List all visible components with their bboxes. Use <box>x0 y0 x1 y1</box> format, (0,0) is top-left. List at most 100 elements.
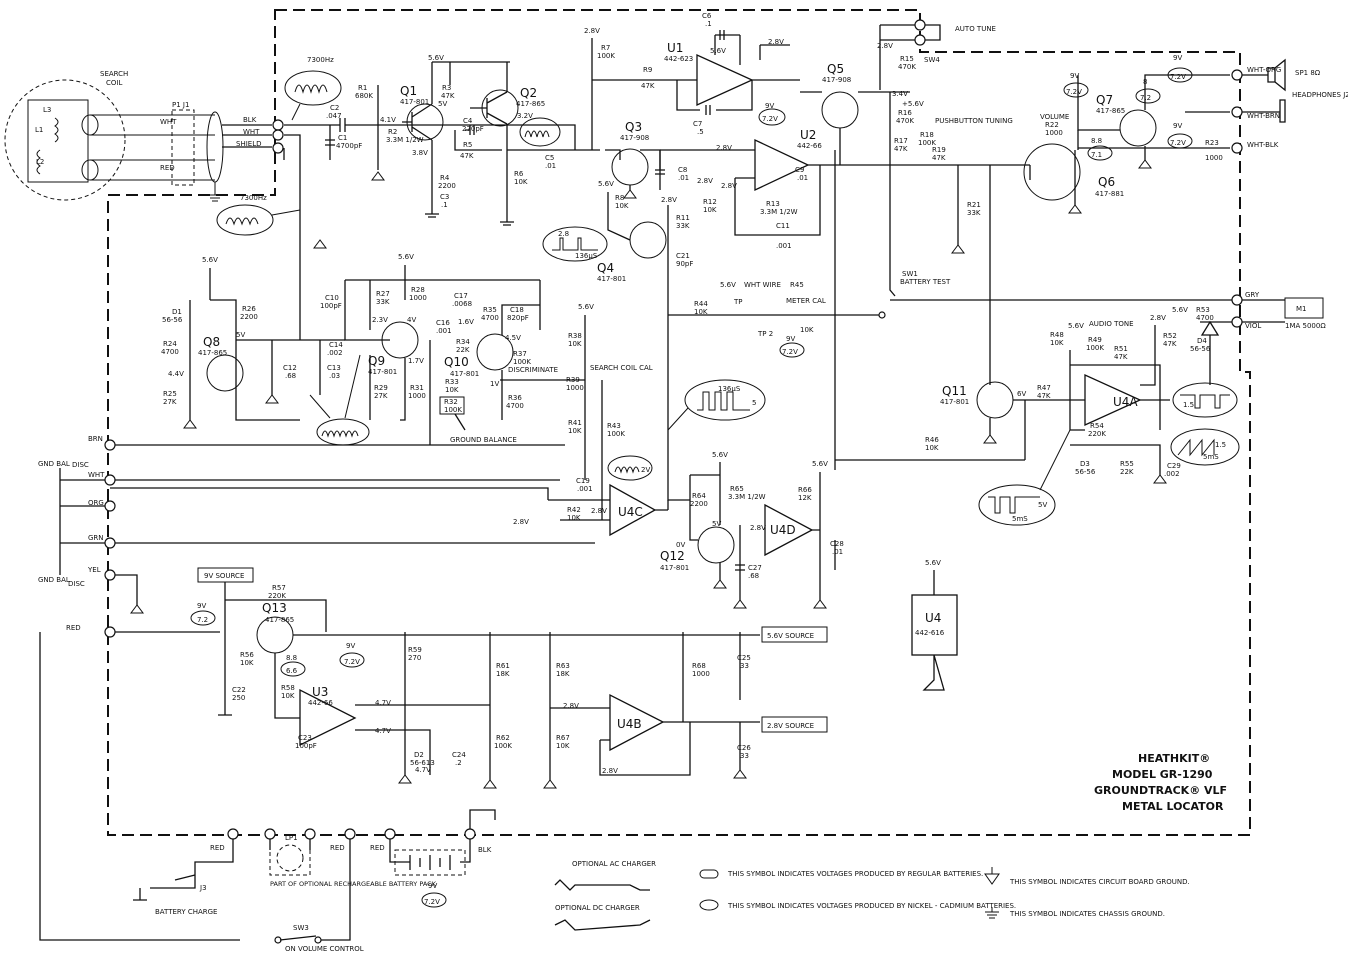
r53-label: R53 <box>1196 306 1210 314</box>
q10-collector-voltage: 4.5V <box>505 334 521 342</box>
r54-value: 220K <box>1088 430 1106 438</box>
wht-label: WHT <box>88 471 105 479</box>
r31-value: 1000 <box>408 392 426 400</box>
r65-label: R65 <box>730 485 744 493</box>
red-label-1: RED <box>210 844 225 852</box>
u2-battery-v-regular: 9V <box>765 102 774 110</box>
oscillator-section: C2 .047 C1 4700pF R1 680K R2 3.3M 1/2W 4… <box>320 54 600 226</box>
discriminate-label: DISCRIMINATE <box>508 366 558 374</box>
q4-wave-time: 136μS <box>575 252 598 260</box>
src-28-label: 2.8V SOURCE <box>767 722 814 730</box>
r38-value: 10K <box>568 340 582 348</box>
c29-value: .002 <box>1164 470 1180 478</box>
c11-value: .001 <box>776 242 792 250</box>
r52-value: 47K <box>1163 340 1177 348</box>
q1-part: 417-801 <box>400 98 429 106</box>
u2-battery-v-nicad: 7.2V <box>762 115 778 123</box>
r59-label: R59 <box>408 646 422 654</box>
battery-section: RED RED RED BLK LP1 PART OF OPTIONAL REC… <box>133 809 496 953</box>
q8-symbol <box>206 354 244 392</box>
auto-tune-label: AUTO TUNE <box>955 25 996 33</box>
r45-value: 10K <box>800 326 814 334</box>
r11-value: 33K <box>676 222 690 230</box>
r16-label: R16 <box>898 109 912 117</box>
r57-label: R57 <box>272 584 286 592</box>
q9-part: 417-801 <box>368 368 397 376</box>
u4a-wave-amp: 1.5 <box>1183 401 1194 409</box>
c8-label: C8 <box>678 166 687 174</box>
d1-label: D1 <box>172 308 182 316</box>
q3-name: Q3 <box>625 120 642 134</box>
r45-label: R45 <box>790 281 804 289</box>
pin-s <box>1231 316 1243 328</box>
r67-value: 10K <box>556 742 570 750</box>
r29-value: 27K <box>374 392 388 400</box>
u4d-section: 5.6V R65 3.3M 1/2W R64 2200 Q12 417-801 … <box>660 150 1025 600</box>
meter-cal-section: R44 10K 5.6V WHT WIRE TP R45 METER CAL 1… <box>668 281 886 358</box>
r6-label: R6 <box>514 170 524 178</box>
q13-name: Q13 <box>262 601 287 615</box>
q6-emitter-v-regular: 8.8 <box>1091 137 1102 145</box>
r32-label: R32 <box>444 398 458 406</box>
r29-label: R29 <box>374 384 388 392</box>
q7-part: 417-865 <box>1096 107 1125 115</box>
search-coil-cal-section: 5.6V R38 10K SEARCH COIL CAL R39 1000 R4… <box>565 303 653 520</box>
u4b-name: U4B <box>617 717 642 731</box>
wave-136us-label: 136μS <box>718 385 741 393</box>
c25-value: 33 <box>740 662 749 670</box>
pin-u <box>914 34 926 46</box>
c17-value: .0068 <box>452 300 472 308</box>
tuning-section: 2.8V R7 100K R9 47K U1 442-623 C6 .1 5.6… <box>542 12 890 501</box>
lp1-label: LP1 <box>285 834 298 842</box>
c28-label: C28 <box>830 540 844 548</box>
q12-symbol <box>697 526 735 564</box>
r37-value: 100K <box>513 358 531 366</box>
q1-emitter-voltage: 3.8V <box>412 149 428 157</box>
c7-value: .5 <box>697 128 704 136</box>
u4b-opamp <box>609 693 665 752</box>
r17-label: R17 <box>894 137 908 145</box>
grn-label: GRN <box>88 534 104 542</box>
u2-part: 442-66 <box>797 142 822 150</box>
r7-value: 100K <box>597 52 615 60</box>
u2-opamp <box>754 138 810 192</box>
r15-supply: 2.8V <box>877 42 893 50</box>
q8-supply: 5.6V <box>202 256 218 264</box>
c29-label: C29 <box>1167 462 1181 470</box>
r65-value: 3.3M 1/2W <box>728 493 766 501</box>
disc-bottom-label: DISC <box>68 580 85 588</box>
c28-value: .01 <box>832 548 843 556</box>
cable-shield-label: SHIELD <box>236 140 261 148</box>
r32-value: 100K <box>444 406 462 414</box>
wave-5-label: 5 <box>752 399 756 407</box>
q8-name: Q8 <box>203 335 220 349</box>
waveform-q2-callout <box>519 117 561 147</box>
r62-value: 100K <box>494 742 512 750</box>
r24-label: R24 <box>163 340 177 348</box>
waveform-u4c-callout <box>607 455 653 481</box>
c1-label: C1 <box>338 134 347 142</box>
pin-b <box>272 129 284 141</box>
r43-value: 100K <box>607 430 625 438</box>
u1-supply: 5.6V <box>710 47 726 55</box>
wht-blk-label: WHT-BLK <box>1247 141 1279 149</box>
u2-inminus-voltage: 2.8V <box>721 182 737 190</box>
q3-part: 417-908 <box>620 134 649 142</box>
u3-name: U3 <box>312 685 328 699</box>
c5-label: C5 <box>545 154 554 162</box>
r54-label: R54 <box>1090 422 1104 430</box>
plus56-label: +5.6V <box>902 100 924 108</box>
q10-symbol <box>476 333 514 371</box>
c24-label: C24 <box>452 751 466 759</box>
u4a-name: U4A <box>1113 395 1138 409</box>
u3-opamp <box>299 688 357 747</box>
r21-value: 33K <box>967 209 981 217</box>
r25-value: 27K <box>163 398 177 406</box>
u4c-name: U4C <box>618 505 643 519</box>
u4b-fb-voltage: 2.8V <box>602 767 618 775</box>
q12-base-voltage: 0V <box>676 541 685 549</box>
red-label-3: RED <box>370 844 385 852</box>
c23-label: C23 <box>298 734 312 742</box>
r1-value: 680K <box>355 92 373 100</box>
battery-test-label: BATTERY TEST <box>900 278 951 286</box>
